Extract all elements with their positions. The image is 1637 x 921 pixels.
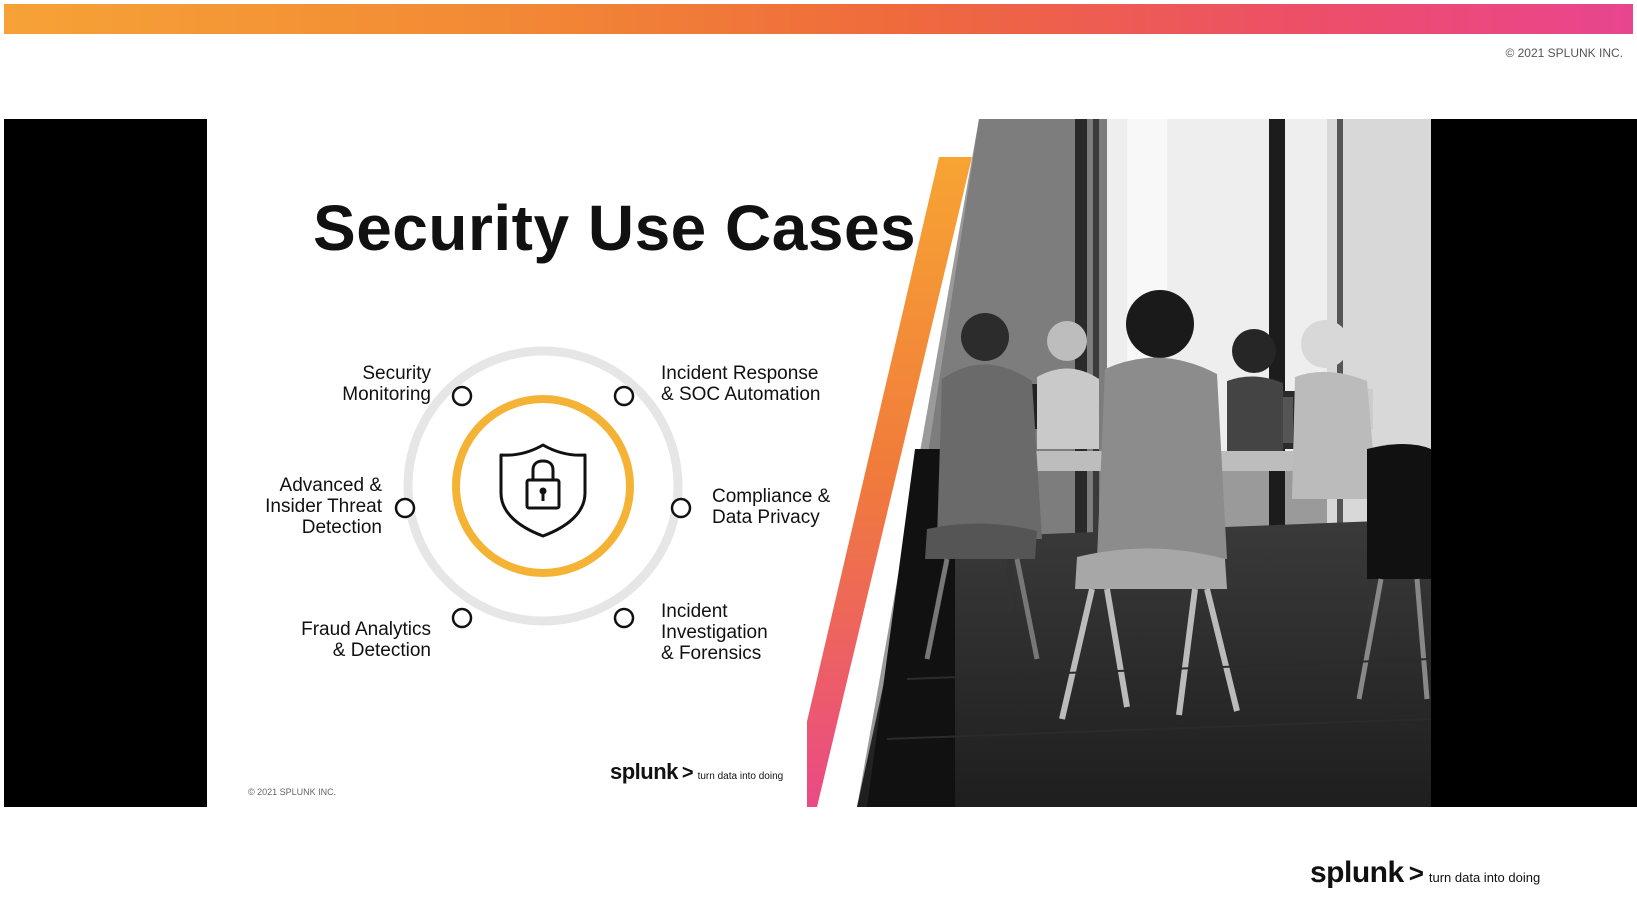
presentation-slide: Security Use Cases Security Monitoring I…: [207, 119, 1431, 807]
label-advanced-threat: Advanced & Insider Threat Detection: [265, 475, 382, 538]
node-incident-investigation[interactable]: [613, 607, 635, 629]
chevron-right-icon: >: [1408, 858, 1424, 888]
outer-ring: [403, 346, 683, 626]
use-case-diagram: [394, 346, 692, 629]
page-copyright: © 2021 SPLUNK INC.: [1505, 46, 1623, 60]
label-incident-response: Incident Response & SOC Automation: [661, 363, 821, 405]
page-splunk-logo: splunk > turn data into doing: [1310, 856, 1540, 890]
splunk-wordmark-large: splunk: [1310, 856, 1404, 889]
label-fraud-analytics: Fraud Analytics & Detection: [301, 619, 431, 661]
team-meeting-photo: [807, 119, 1431, 807]
node-security-monitoring[interactable]: [451, 385, 473, 407]
node-incident-response[interactable]: [613, 385, 635, 407]
top-gradient-bar: [4, 4, 1633, 34]
slide-splunk-logo: splunk > turn data into doing: [610, 759, 783, 785]
label-compliance: Compliance & Data Privacy: [712, 486, 831, 528]
chevron-right-icon: >: [681, 762, 694, 784]
splunk-wordmark: splunk: [610, 759, 678, 784]
slide-title: Security Use Cases: [313, 192, 917, 264]
node-fraud-analytics[interactable]: [451, 607, 473, 629]
inner-ring: [452, 395, 634, 577]
page-tagline: turn data into doing: [1428, 870, 1541, 885]
node-compliance[interactable]: [670, 497, 692, 519]
shield-lock-icon: [499, 443, 587, 538]
slide-copyright: © 2021 SPLUNK INC.: [248, 787, 337, 797]
label-security-monitoring: Security Monitoring: [342, 363, 431, 405]
slide-tagline: turn data into doing: [697, 771, 784, 782]
photo-illustration: [807, 119, 1431, 807]
label-incident-investigation: Incident Investigation & Forensics: [661, 601, 768, 664]
node-advanced-threat[interactable]: [394, 497, 416, 519]
